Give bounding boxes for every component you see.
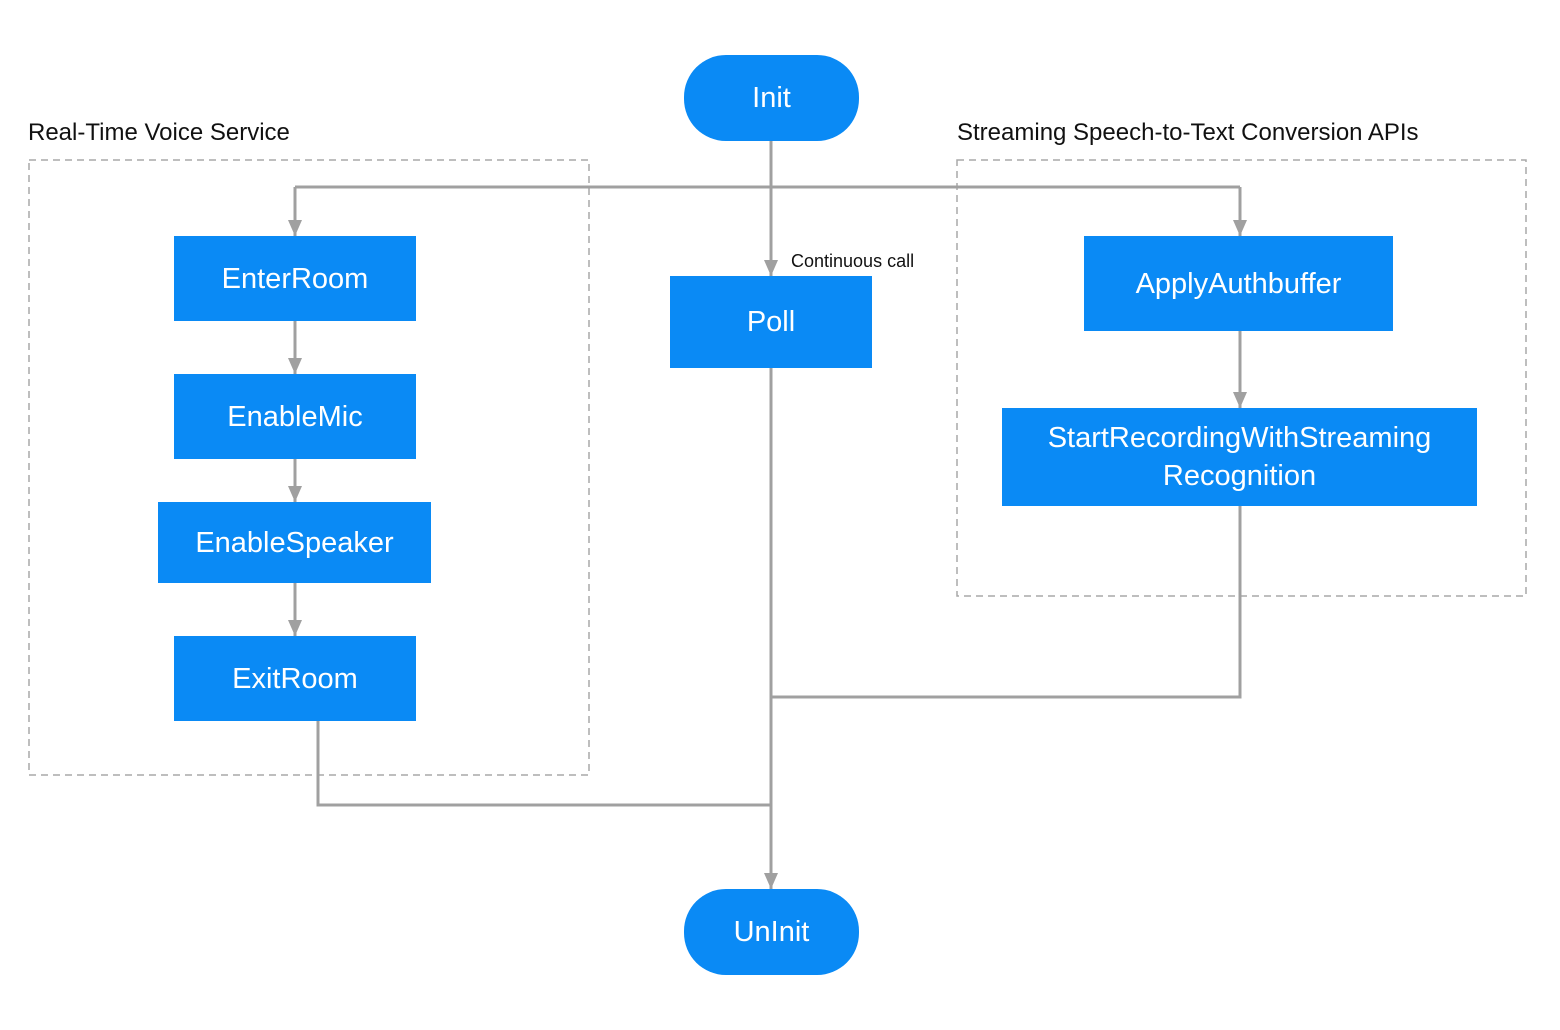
edge-exitroom-to-uninit xyxy=(316,721,771,807)
node-startrecording-label-line2: Recognition xyxy=(1162,460,1317,492)
node-enterroom-label: EnterRoom xyxy=(221,262,369,295)
node-applyauthbuffer: ApplyAuthbuffer xyxy=(1084,236,1393,331)
group-label-real-time-voice: Real-Time Voice Service xyxy=(28,119,290,146)
node-uninit: UnInit xyxy=(684,889,859,975)
node-uninit-label: UnInit xyxy=(733,916,810,948)
node-init: Init xyxy=(684,55,859,141)
node-poll: Poll xyxy=(670,276,872,368)
node-poll-label: Poll xyxy=(746,306,796,338)
node-enterroom: EnterRoom xyxy=(174,236,416,321)
node-applyauthbuffer-label: ApplyAuthbuffer xyxy=(1135,267,1342,300)
node-init-label: Init xyxy=(752,82,791,114)
edge-startrecording-to-uninit xyxy=(771,506,1242,699)
node-exitroom: ExitRoom xyxy=(174,636,416,721)
edge-label-continuous-call: Continuous call xyxy=(791,251,915,271)
node-startrecording: StartRecordingWithStreaming Recognition xyxy=(1002,408,1477,506)
node-startrecording-label-line1: StartRecordingWithStreaming xyxy=(1047,422,1432,454)
group-label-streaming-stt: Streaming Speech-to-Text Conversion APIs xyxy=(957,119,1419,146)
node-enablemic-label: EnableMic xyxy=(227,400,363,433)
node-exitroom-label: ExitRoom xyxy=(232,662,358,695)
group-box-real-time-voice xyxy=(28,159,590,776)
node-enablespeaker-label: EnableSpeaker xyxy=(195,526,394,559)
node-enablemic: EnableMic xyxy=(174,374,416,459)
node-enablespeaker: EnableSpeaker xyxy=(158,502,431,583)
